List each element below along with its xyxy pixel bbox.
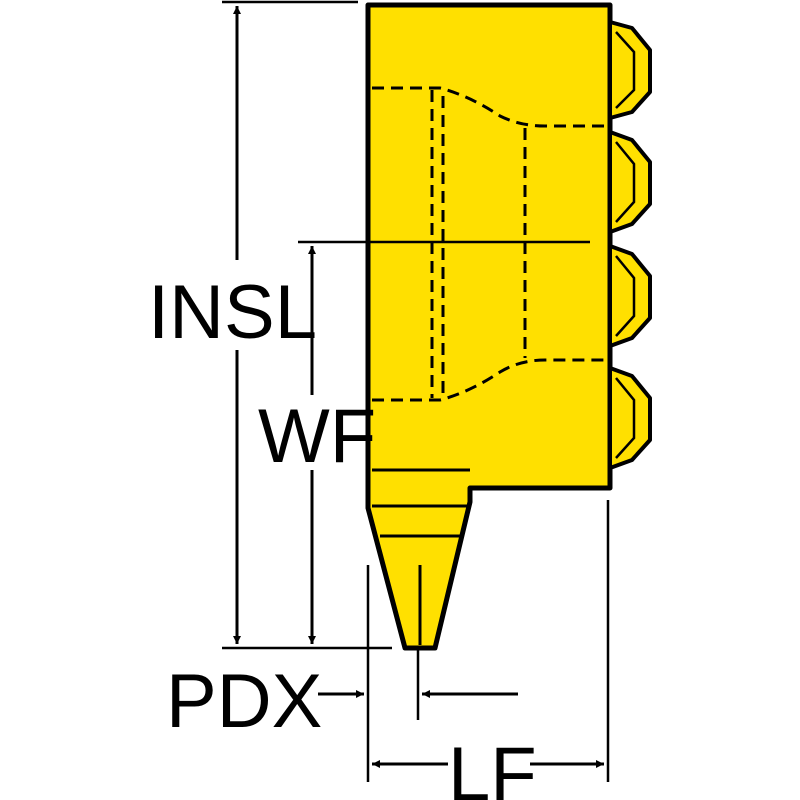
insert-body [365, 2, 652, 651]
extension-lines [222, 0, 610, 782]
insl-dimension: INSL [148, 6, 317, 644]
tip-lines [372, 468, 470, 645]
insert-teeth [608, 20, 652, 470]
tooth-3 [608, 244, 652, 348]
pdx-dimension: PDX [166, 659, 518, 744]
tooth-1 [608, 20, 652, 120]
tooth-2 [608, 130, 652, 234]
wf-dimension: WF [258, 246, 376, 644]
tooth-4 [608, 366, 652, 470]
lf-dimension: LF [372, 732, 604, 800]
insl-label: INSL [148, 270, 317, 355]
insert-outline [365, 2, 613, 651]
pdx-label: PDX [166, 659, 322, 744]
tooth-inner-lines [615, 31, 636, 459]
wf-label: WF [258, 394, 376, 479]
lf-label: LF [448, 732, 537, 800]
